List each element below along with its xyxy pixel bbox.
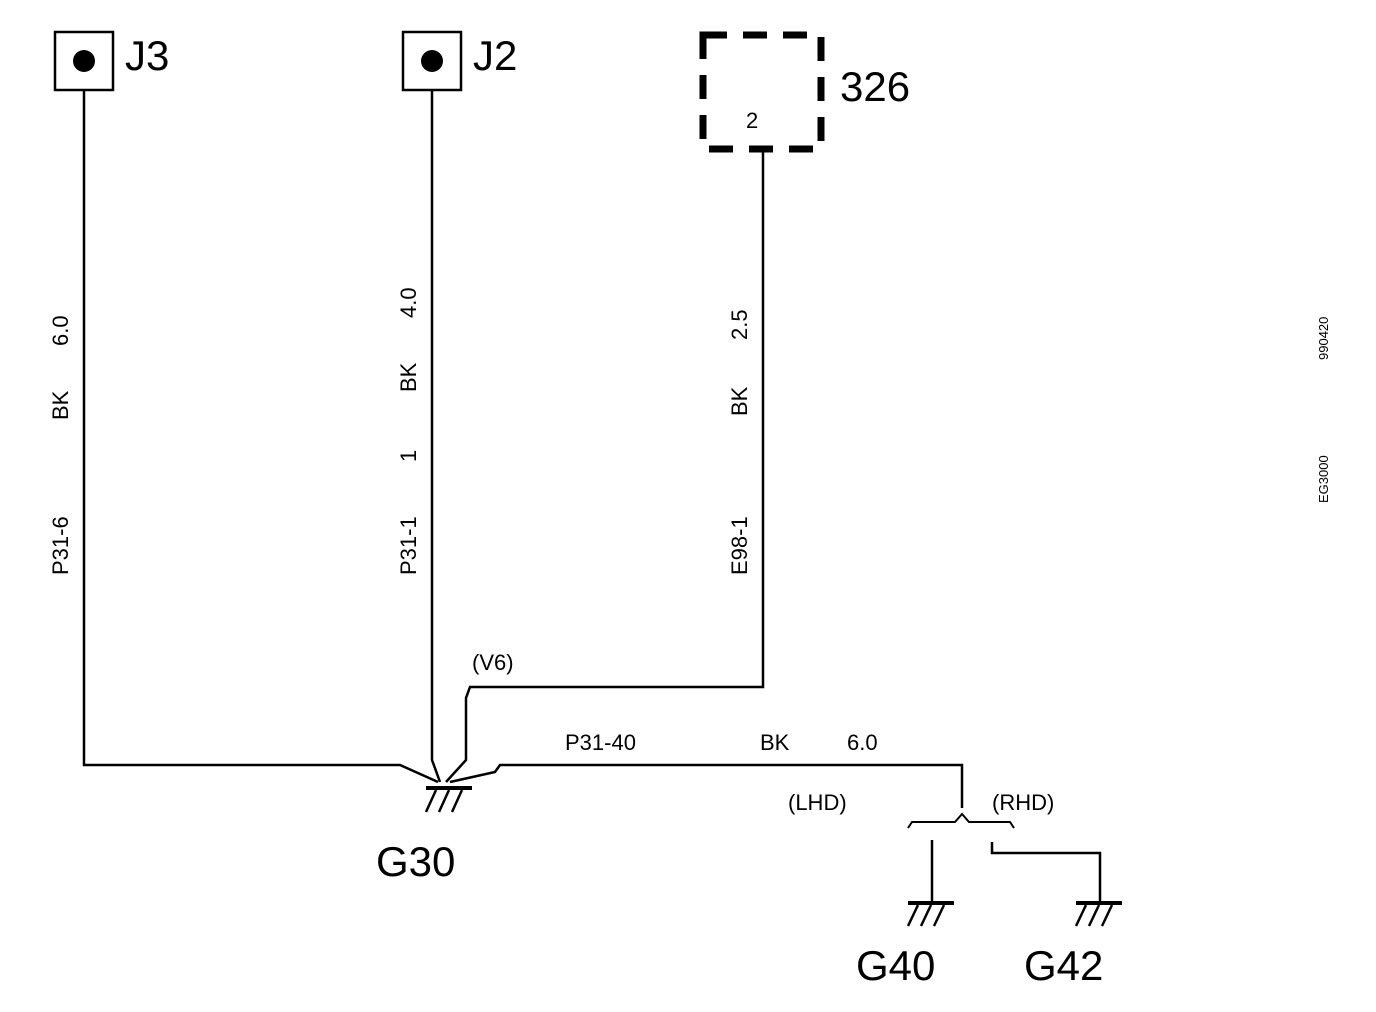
variant-v6: (V6) — [472, 650, 514, 675]
wire-j2-color: BK — [396, 362, 421, 392]
wire-j2-labels: P31-1 1 BK 4.0 — [396, 287, 421, 575]
ground-g30-label: G30 — [376, 838, 455, 885]
branch-bracket — [907, 812, 1015, 829]
wire-326-labels: E98-1 BK 2.5 — [727, 309, 752, 575]
connector-326 — [699, 31, 825, 153]
wire-j2-pin: P31-1 — [396, 516, 421, 575]
wire-g42 — [990, 842, 1102, 902]
variant-rhd: (RHD) — [992, 790, 1054, 815]
wire-g30-pin: P31-40 — [565, 730, 636, 755]
connector-326-label: 326 — [840, 63, 910, 110]
wire-j3 — [82, 90, 439, 784]
variant-lhd: (LHD) — [788, 790, 847, 815]
wire-g30-size: 6.0 — [847, 730, 878, 755]
connector-j2-label: J2 — [473, 32, 517, 79]
ground-g42-icon — [1074, 901, 1122, 927]
wire-g30-branch — [449, 763, 964, 808]
wire-326-pin: E98-1 — [727, 516, 752, 575]
wire-j3-labels: P31-6 BK 6.0 — [48, 315, 73, 575]
wire-326 — [445, 150, 765, 783]
wire-j2-seg: 1 — [396, 450, 421, 462]
connector-326-pin: 2 — [746, 108, 758, 133]
diagram-code-1: 990420 — [1316, 317, 1331, 360]
ground-g40-icon — [906, 901, 954, 927]
ground-g42-label: G42 — [1024, 942, 1103, 989]
connector-j2 — [401, 30, 463, 92]
wire-326-size: 2.5 — [727, 309, 752, 340]
wire-j2 — [430, 90, 442, 783]
wire-g30-color: BK — [760, 730, 790, 755]
wire-j2-size: 4.0 — [396, 287, 421, 318]
wire-j3-color: BK — [48, 390, 73, 420]
ground-g30-icon — [424, 786, 472, 813]
connector-j3-label: J3 — [125, 32, 169, 79]
wire-j3-size: 6.0 — [48, 315, 73, 346]
connector-j3 — [53, 30, 115, 92]
diagram-code-2: EG3000 — [1316, 455, 1331, 503]
ground-g40-label: G40 — [856, 942, 935, 989]
wire-j3-pin: P31-6 — [48, 516, 73, 575]
wire-326-color: BK — [727, 386, 752, 416]
